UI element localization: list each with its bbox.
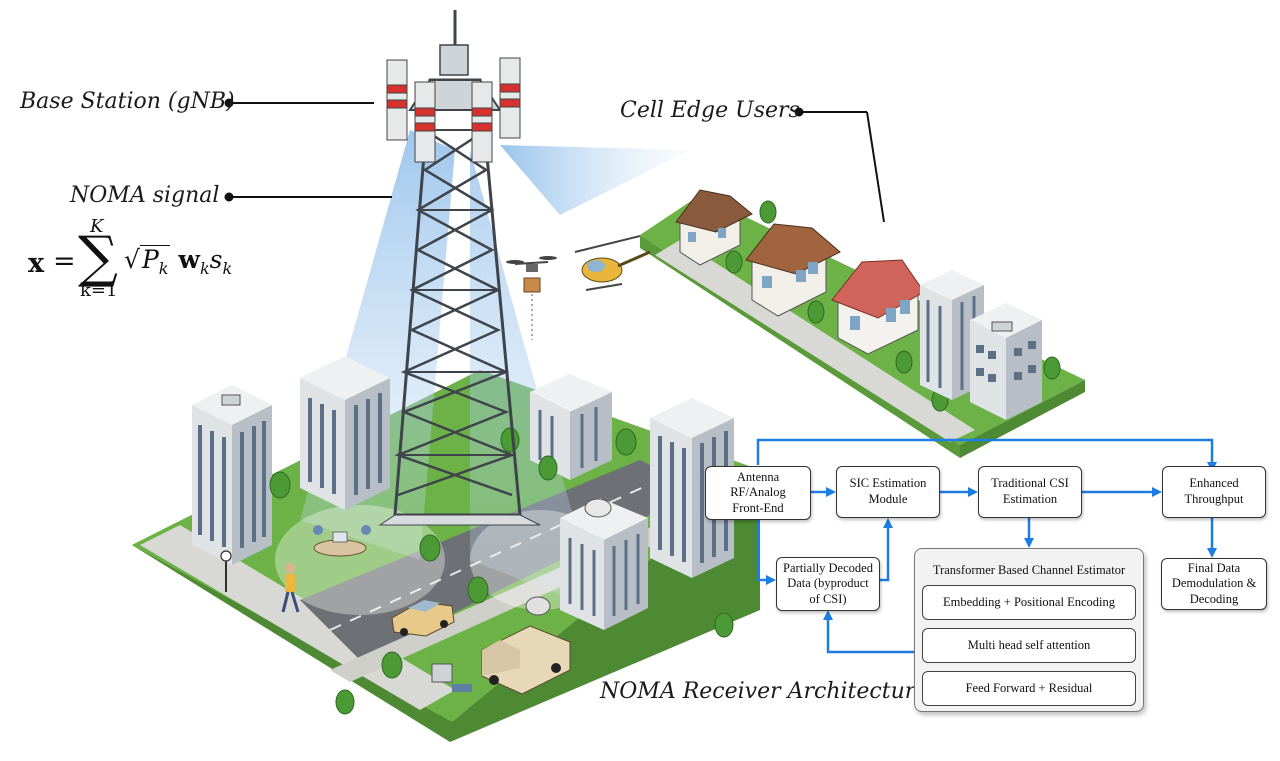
antenna-line-2: RF/Analog [730,485,786,500]
embedding-layer: Embedding + Positional Encoding [922,585,1136,620]
city-details [220,525,571,695]
base-station-label: Base Station (gNB) [20,89,235,114]
sum-symbol: ∑ [78,225,118,290]
transformer-title: Transformer Based Channel Estimator [932,563,1126,577]
flow-arrowheads [766,462,1217,620]
equation-power-index: k [158,259,169,278]
equation-lower-limit: k=1 [80,280,118,301]
antenna-frontend-block: Antenna RF/Analog Front-End [705,466,811,520]
equation-beam-index: k [199,259,210,278]
noma-signal-label: NOMA signal [70,183,220,208]
equation-symbol: s [209,245,223,274]
equation-equals-symbol: = [53,246,76,277]
attention-layer: Multi head self attention [922,628,1136,663]
cell-edge-users-label: Cell Edge Users [620,98,800,123]
equation-symbol-index: k [222,259,233,278]
flow-arrows [756,438,1214,654]
final-data-block: Final Data Demodulation & Decoding [1161,558,1267,610]
transformer-estimator-panel: Transformer Based Channel Estimator Embe… [914,548,1144,712]
partial-line-3: of CSI) [809,591,847,606]
houses [675,189,1042,420]
city-buildings [192,356,734,630]
enhanced-line-2: Throughput [1184,492,1244,506]
aerial-devices [506,235,651,340]
sic-line-1: SIC Estimation [849,476,927,491]
enhanced-line-1: Enhanced [1189,476,1239,491]
trad-csi-line-2: Estimation [1002,492,1058,506]
equation-lhs: x [28,248,45,279]
equation-body: √Pk wksk [124,245,233,278]
final-line-1: Final Data [1187,560,1241,575]
base-station-tower [378,10,541,526]
partial-line-1: Partially Decoded [783,560,873,575]
enhanced-throughput-block: Enhanced Throughput [1162,466,1266,518]
equation-upper-limit: K [90,216,104,237]
traditional-csi-block: Traditional CSI Estimation [978,466,1082,518]
sic-estimation-block: SIC Estimation Module [836,466,940,518]
partial-line-2: Data (byproduct [787,576,869,591]
trad-csi-line-1: Traditional CSI [991,476,1069,491]
partially-decoded-block: Partially Decoded Data (byproduct of CSI… [776,557,880,611]
equation-power: P [141,245,159,274]
antenna-line-3: Front-End [732,500,784,515]
final-line-3: Decoding [1189,591,1239,606]
final-line-2: Demodulation & [1171,576,1257,591]
callout-leaders [224,98,885,223]
sic-line-2: Module [868,492,908,506]
antenna-line-1: Antenna [736,469,780,484]
equation-beam: w [178,245,200,274]
architecture-caption: NOMA Receiver Architecture [600,679,929,704]
feedforward-layer: Feed Forward + Residual [922,671,1136,706]
